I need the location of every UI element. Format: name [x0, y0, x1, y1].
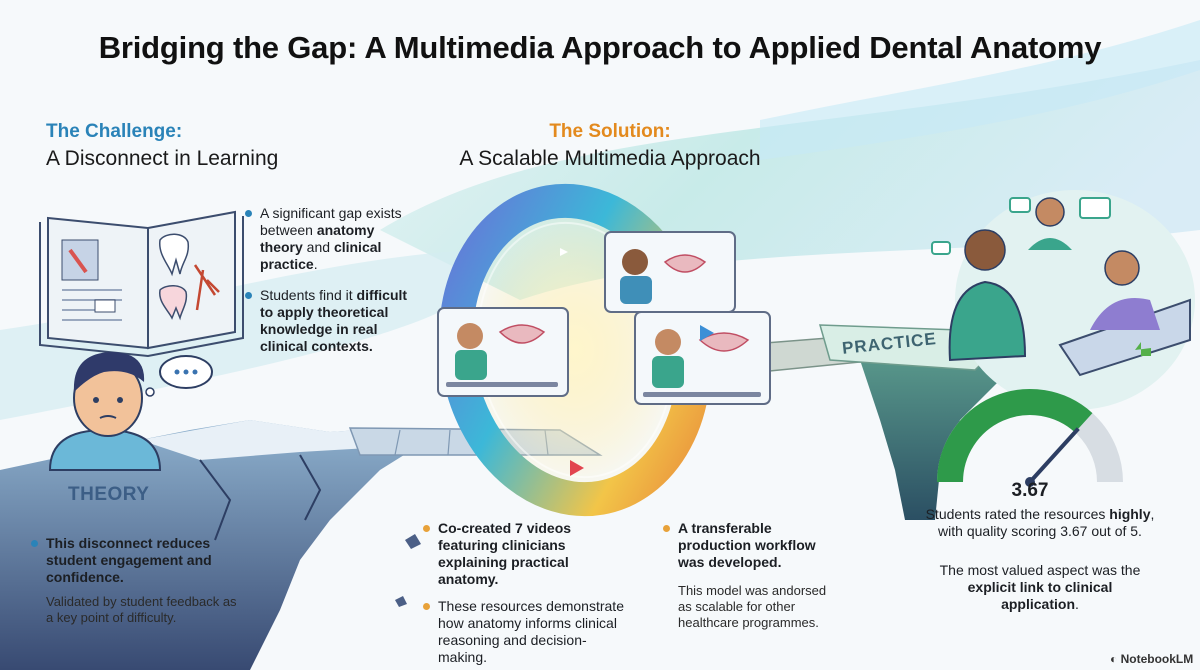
challenge-bottom: This disconnect reduces student engageme… [30, 535, 240, 626]
valued-text: The most valued aspect was the explicit … [939, 562, 1141, 612]
challenge-bullet-1: A significant gap exists between anatomy… [244, 205, 414, 273]
challenge-subheading: A Disconnect in Learning [46, 147, 279, 170]
challenge-bullets: A significant gap exists between anatomy… [244, 205, 414, 355]
video-card [437, 307, 569, 397]
rating-gauge [937, 389, 1123, 487]
video-card [634, 311, 771, 405]
solution-col-2: A transferable production workflow was d… [662, 520, 842, 631]
page-title: Bridging the Gap: A Multimedia Approach … [98, 30, 1102, 65]
solution-header: The Solution: A Scalable Multimedia Appr… [430, 121, 790, 171]
solution-heading: The Solution: [549, 121, 671, 142]
solution-col-1: Co-created 7 videos featuring clinicians… [422, 520, 632, 666]
video-card [604, 231, 736, 313]
notebooklm-icon: ◐ [1110, 652, 1118, 666]
challenge-header: The Challenge: A Disconnect in Learning [46, 121, 278, 171]
rating-text: Students rated the resources highly, wit… [925, 506, 1155, 539]
theory-label: THEORY [68, 484, 150, 505]
challenge-note: Validated by student feedback as a key p… [46, 594, 237, 625]
gauge-value: 3.67 [1011, 480, 1049, 501]
solution-note-1: These resources demonstrate how anatomy … [422, 598, 632, 666]
anatomy-textbook [39, 210, 244, 358]
solution-bullet-1: Co-created 7 videos featuring clinicians… [422, 520, 632, 588]
brand-name: NotebookLM [1120, 652, 1194, 666]
challenge-bullet-2: Students find it difficult to apply theo… [244, 287, 414, 355]
brand-footer: ◐ NotebookLM [1110, 652, 1193, 666]
challenge-heading: The Challenge: [46, 121, 183, 142]
solution-note-2: This model was andorsed as scalable for … [678, 583, 827, 630]
solution-subheading: A Scalable Multimedia Approach [459, 147, 761, 170]
challenge-bullet-3: This disconnect reduces student engageme… [30, 535, 240, 586]
solution-bullet-2: A transferable production workflow was d… [662, 520, 842, 571]
student-illustration [48, 352, 213, 471]
clinic-scene [931, 190, 1195, 410]
